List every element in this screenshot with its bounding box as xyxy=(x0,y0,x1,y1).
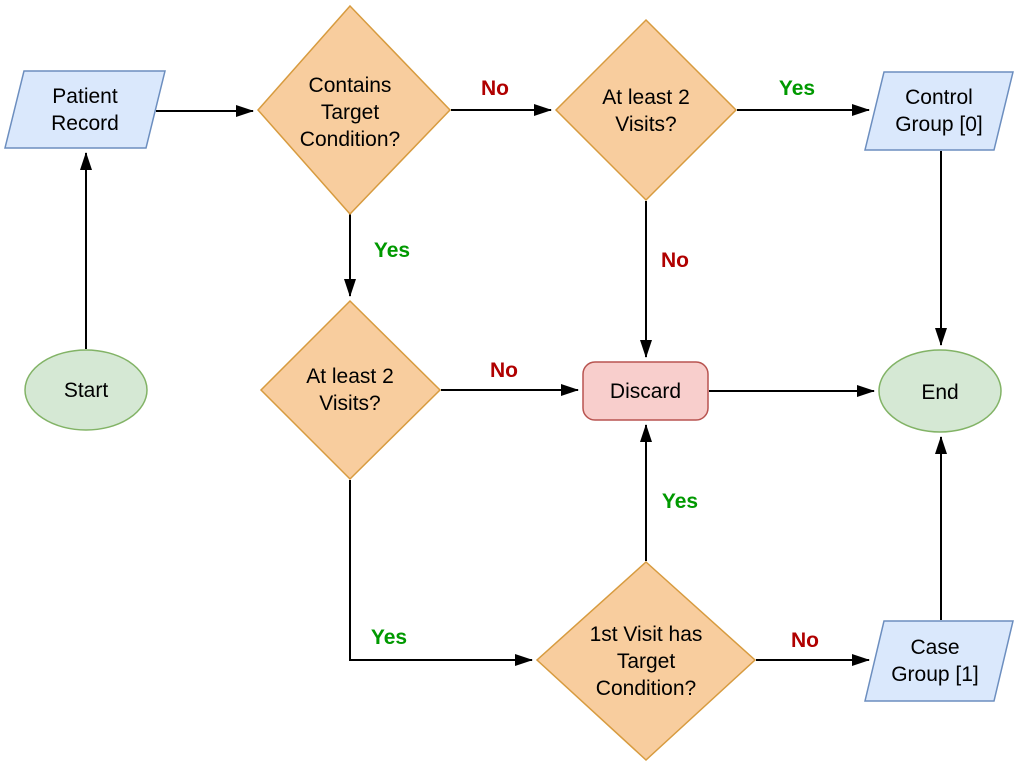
at-least-2-visits-top-node-shape xyxy=(554,18,738,202)
edge-label-visits-top-yes: Yes xyxy=(778,77,816,100)
case-group-node-shape xyxy=(864,620,1014,702)
control-group-node-label: Control Group [0] xyxy=(895,86,983,136)
patient-record-node-label: Patient Record xyxy=(51,84,119,135)
case-group-node-label: Case Group [1] xyxy=(891,636,979,686)
edge-label-first-visit-yes: Yes xyxy=(661,490,699,513)
contains-target-condition-node-label: Contains Target Condition? xyxy=(299,73,401,151)
discard-node-label: Discard xyxy=(609,379,682,403)
contains-target-condition-node-shape xyxy=(256,4,452,216)
first-visit-has-target-node-label: 1st Visit has Target Condition? xyxy=(589,622,703,700)
edge-visits-mid-yes-to-first-visit xyxy=(349,480,533,666)
patient-record-node-shape xyxy=(4,70,166,149)
edge-label-contains-target-yes: Yes xyxy=(373,239,411,262)
end-node-shape xyxy=(878,349,1002,433)
at-least-2-visits-mid-node-label: At least 2 Visits? xyxy=(306,365,394,415)
first-visit-has-target-node-shape xyxy=(535,560,757,762)
at-least-2-visits-top-node-label: At least 2 Visits? xyxy=(602,86,690,136)
edge-label-visits-mid-yes: Yes xyxy=(370,626,408,649)
edge-label-visits-mid-no: No xyxy=(490,359,518,382)
start-node-shape xyxy=(24,349,148,431)
end-node-label: End xyxy=(921,380,959,404)
start-node-label: Start xyxy=(63,378,109,402)
at-least-2-visits-mid-node-shape xyxy=(259,299,442,481)
discard-node-shape xyxy=(582,361,709,421)
edge-label-contains-target-no: No xyxy=(481,77,509,100)
control-group-node-shape xyxy=(864,71,1014,151)
edge-label-first-visit-no: No xyxy=(791,629,819,652)
edge-label-visits-top-no: No xyxy=(661,249,689,272)
